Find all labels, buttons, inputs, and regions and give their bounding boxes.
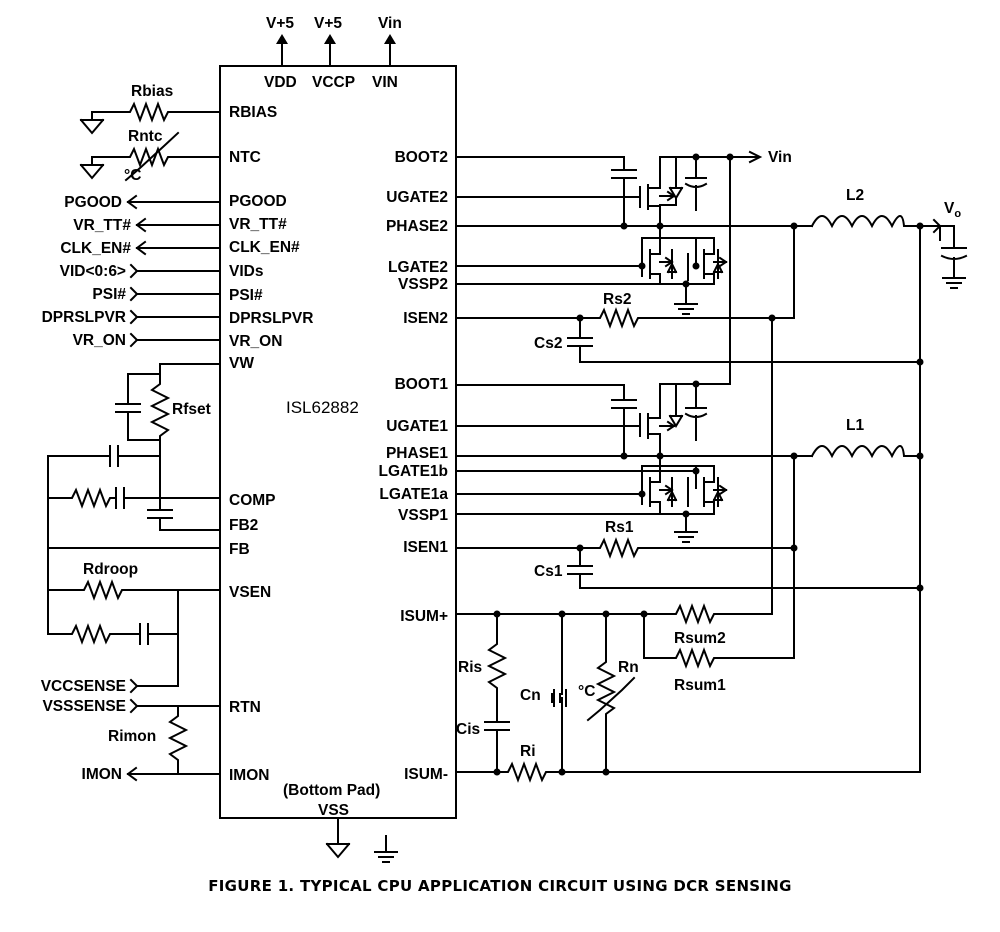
- ris-label: Ris: [458, 659, 482, 676]
- pin-ugate2: UGATE2: [386, 189, 448, 206]
- supply-arrows: [276, 34, 396, 67]
- rs1-label: Rs1: [605, 519, 634, 536]
- pin-dprslpvr: DPRSLPVR: [229, 310, 313, 327]
- pin-boot1: BOOT1: [395, 376, 449, 393]
- pin-rtn: RTN: [229, 699, 261, 716]
- pin-vsen: VSEN: [229, 584, 271, 601]
- pin-imon: IMON: [229, 767, 269, 784]
- pin-ugate1: UGATE1: [386, 418, 448, 435]
- signal-vr-tt: VR_TT#: [73, 217, 131, 234]
- pin-ntc: NTC: [229, 149, 261, 166]
- pin-isen2: ISEN2: [403, 310, 448, 327]
- cs1-label: Cs1: [534, 563, 563, 580]
- rntc-degc: °C: [124, 167, 141, 184]
- vss-label: VSS: [318, 802, 349, 819]
- signal-vid: VID<0:6>: [60, 263, 126, 280]
- signal-vr-on: VR_ON: [73, 332, 126, 349]
- pin-vr-on: VR_ON: [229, 333, 282, 350]
- signal-dprslpvr: DPRSLPVR: [42, 309, 126, 326]
- rsum2-label: Rsum2: [674, 630, 726, 647]
- compensation-network: [47, 363, 221, 694]
- rs2-label: Rs2: [603, 291, 631, 308]
- ri-label: Ri: [520, 743, 536, 760]
- pin-isum-minus: ISUM-: [404, 766, 448, 783]
- pin-pgood: PGOOD: [229, 193, 287, 210]
- pin-clk-en: CLK_EN#: [229, 239, 300, 256]
- supply-vdd: V+5: [266, 15, 294, 32]
- isen2-network: [455, 225, 921, 363]
- pin-lgate1b: LGATE1b: [379, 463, 448, 480]
- pin-fb: FB: [229, 541, 250, 558]
- ic-part-number: ISL62882: [286, 398, 359, 417]
- rntc-network: [80, 131, 221, 182]
- bottom-pad-label: (Bottom Pad): [283, 782, 380, 799]
- rimon-label: Rimon: [108, 728, 156, 745]
- l2-label: L2: [846, 187, 864, 204]
- pin-boot2: BOOT2: [395, 149, 448, 166]
- signal-lines: [126, 194, 221, 348]
- rdroop-label: Rdroop: [83, 561, 138, 578]
- supply-vccp: V+5: [314, 15, 342, 32]
- pin-fb2: FB2: [229, 517, 258, 534]
- signal-clk-en: CLK_EN#: [60, 240, 131, 257]
- pin-vssp1: VSSP1: [398, 507, 448, 524]
- isen1-network: [455, 455, 921, 659]
- l1-label: L1: [846, 417, 864, 434]
- vo-main: V: [944, 200, 955, 217]
- vo-label: Vo: [944, 200, 961, 220]
- isum-network: [455, 317, 921, 783]
- rn-label: Rn: [618, 659, 639, 676]
- rfset-label: Rfset: [172, 401, 211, 418]
- pin-vw: VW: [229, 355, 254, 372]
- bottom-grounds: [326, 817, 398, 863]
- pin-vids: VIDs: [229, 263, 263, 280]
- rntc-label: Rntc: [128, 128, 163, 145]
- pin-vr-tt: VR_TT#: [229, 216, 287, 233]
- vin-label: Vin: [768, 149, 792, 166]
- rbias-network: [80, 101, 221, 134]
- signal-psi: PSI#: [92, 286, 126, 303]
- pin-vin: VIN: [372, 74, 398, 91]
- pin-isen1: ISEN1: [403, 539, 448, 556]
- signal-vccsense: VCCSENSE: [41, 678, 126, 695]
- figure-caption: FIGURE 1. TYPICAL CPU APPLICATION CIRCUI…: [208, 877, 792, 895]
- pin-phase1: PHASE1: [386, 445, 448, 462]
- left-pin-labels: RBIAS NTC PGOOD VR_TT# CLK_EN# VIDs PSI#…: [229, 104, 313, 784]
- rbias-label: Rbias: [131, 83, 173, 100]
- right-pin-labels: BOOT2 UGATE2 PHASE2 LGATE2 VSSP2 ISEN2 B…: [379, 149, 449, 783]
- pin-lgate2: LGATE2: [388, 259, 448, 276]
- pin-vssp2: VSSP2: [398, 276, 448, 293]
- pin-comp: COMP: [229, 492, 276, 509]
- supply-vin: Vin: [378, 15, 402, 32]
- pin-phase2: PHASE2: [386, 218, 448, 235]
- pin-vccp: VCCP: [312, 74, 355, 91]
- vo-sub: o: [954, 208, 961, 220]
- pin-rbias: RBIAS: [229, 104, 277, 121]
- pin-psi: PSI#: [229, 287, 263, 304]
- phase1-power-stage: [455, 156, 921, 543]
- cis-label: Cis: [456, 721, 480, 738]
- signal-pgood: PGOOD: [64, 194, 122, 211]
- signal-vsssense: VSSSENSE: [42, 698, 126, 715]
- rn-degc: °C: [578, 683, 595, 700]
- signal-imon: IMON: [82, 766, 122, 783]
- imon-network: [126, 698, 221, 782]
- cs2-label: Cs2: [534, 335, 562, 352]
- pin-lgate1a: LGATE1a: [379, 486, 448, 503]
- rsum1-label: Rsum1: [674, 677, 726, 694]
- pin-vdd: VDD: [264, 74, 297, 91]
- cn-label: Cn: [520, 687, 541, 704]
- pin-isum-plus: ISUM+: [400, 608, 448, 625]
- phase2-power-stage: [455, 150, 968, 315]
